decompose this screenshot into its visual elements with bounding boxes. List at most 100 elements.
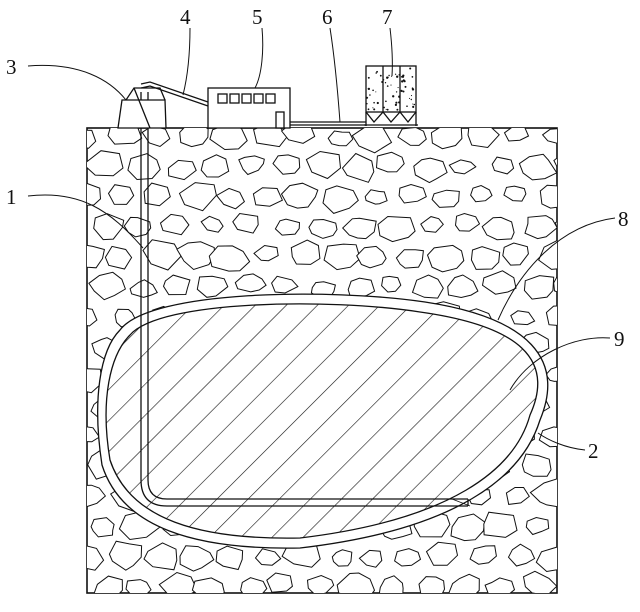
derrick-brace [133, 87, 151, 129]
rock-fragment [539, 184, 557, 209]
rock-fragment [271, 275, 299, 294]
rock-fragment [426, 244, 465, 273]
silo-speck [376, 70, 378, 73]
rock-fragment [176, 241, 216, 271]
rock-fragment [522, 570, 557, 593]
rock-fragment [159, 213, 190, 236]
rock-fragment [252, 187, 284, 207]
silo-frame [365, 65, 417, 113]
rock-fragment [238, 155, 265, 176]
rock-fragment [510, 310, 536, 326]
silo-speck [385, 100, 387, 103]
label-7: 7 [382, 5, 393, 29]
rock-fragment [141, 128, 171, 148]
silo-speck [413, 103, 416, 106]
rock-fragment [411, 274, 444, 299]
rock-fragment [209, 128, 248, 151]
rock-fragment [266, 572, 293, 593]
rock-fragment [254, 548, 282, 566]
rock-fragment [358, 549, 383, 568]
rock-fragment [448, 573, 480, 593]
rock-fragment [200, 154, 230, 178]
delivery-line [140, 81, 209, 107]
leader-8 [497, 217, 616, 321]
rock-fragment [469, 545, 497, 565]
rock-fragment [215, 545, 244, 571]
leader-6 [329, 27, 341, 123]
silo-speck [412, 105, 415, 108]
leader-2 [537, 432, 586, 451]
silo-speck [411, 87, 414, 89]
rock-fragment [306, 574, 335, 593]
rock-fragment [431, 189, 460, 208]
silo-speck [398, 74, 400, 76]
silo-speck [376, 101, 379, 105]
rock-fragment [93, 213, 125, 241]
rock-fragment [484, 577, 516, 593]
rock-fragment [413, 157, 448, 184]
rock-fragment [481, 216, 515, 241]
silo-speck [365, 96, 369, 99]
rock-fragment [208, 245, 251, 272]
treatment-zone [97, 293, 549, 549]
rock-fragment [87, 545, 105, 571]
rock-fragment [191, 577, 225, 593]
rock-fragment [341, 152, 375, 183]
rock-fragment [529, 478, 557, 508]
rock-fragment [108, 540, 143, 571]
rock-fragment [375, 151, 405, 173]
rock-fragment [503, 128, 530, 142]
rock-fragment [447, 274, 479, 299]
rock-fragment [107, 184, 135, 205]
pipe-inner-wall [147, 92, 468, 500]
pipe-bore-line [451, 498, 471, 507]
silo-speck [384, 82, 387, 84]
silo-speck [402, 74, 405, 77]
leader-3 [27, 64, 127, 101]
leader-1 [27, 194, 144, 249]
rock-fragment [107, 128, 143, 145]
silo-speck [372, 89, 374, 92]
label-9: 9 [614, 327, 625, 351]
rock-fragment [162, 274, 191, 296]
rock-fragment [560, 573, 588, 595]
silo-speck [386, 85, 389, 87]
rock-fragment [397, 128, 427, 146]
rock-fragment [88, 271, 127, 301]
rock-fragment [123, 216, 152, 238]
rock-fragment [425, 541, 459, 566]
silo-speck [400, 89, 403, 92]
rock-fragment [430, 128, 463, 150]
rock-fragment [395, 249, 424, 269]
rock-fragment [503, 185, 527, 202]
rock-fragment [104, 245, 133, 270]
silo-speck [392, 95, 395, 98]
rock-fragment [491, 156, 515, 175]
rock-fragment [507, 543, 536, 567]
silo-speck [408, 97, 411, 99]
rock-fragment [322, 185, 359, 214]
rock-fragment [420, 216, 444, 233]
rock-fragment [87, 484, 107, 508]
pump-house-windows [217, 93, 276, 104]
connecting-line [290, 121, 366, 126]
silo-speck [387, 76, 389, 78]
rock-fragment [450, 513, 486, 542]
silo-speck [386, 108, 389, 111]
silo-speck [398, 95, 401, 98]
silo-speck [400, 75, 403, 78]
silo-speck [394, 103, 398, 107]
silo-speck [373, 108, 376, 111]
rock-fragment [143, 542, 178, 571]
silo-speck [396, 75, 399, 78]
silo-speck [403, 80, 406, 83]
silo-speck [367, 108, 370, 111]
silo-material-fill [365, 67, 416, 111]
rock-fragment [521, 453, 552, 477]
silo-speck [375, 91, 377, 93]
rock-fragment [272, 154, 301, 175]
label-3: 3 [6, 55, 17, 79]
rock-fragment [553, 275, 557, 293]
rock-fragment [341, 217, 377, 240]
rock-fragment [331, 549, 353, 567]
